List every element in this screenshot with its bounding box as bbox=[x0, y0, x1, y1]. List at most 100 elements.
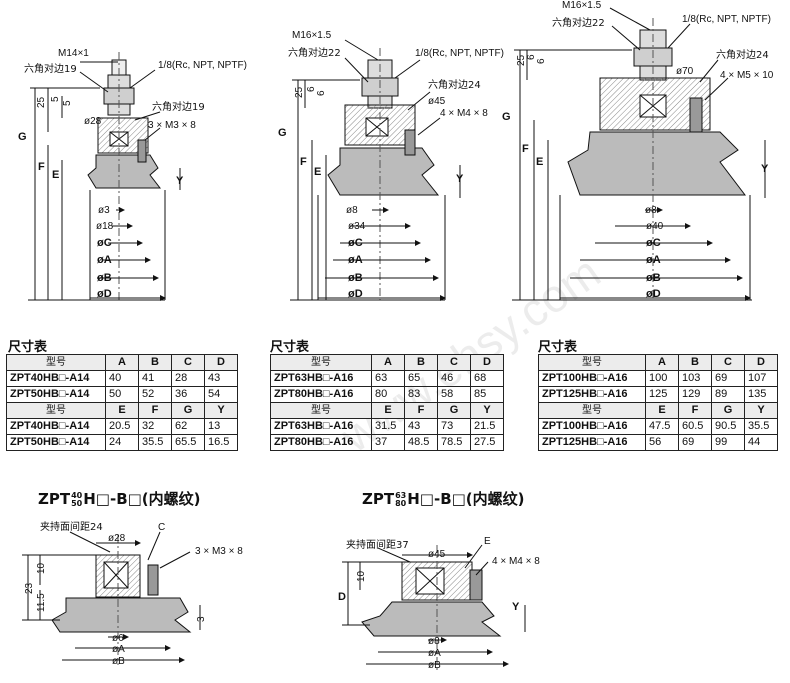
d1-label-16: F bbox=[38, 161, 45, 173]
d5-label-1: ø45 bbox=[428, 549, 446, 560]
d3-label-12: 25 bbox=[516, 54, 527, 66]
t3-h1-3: C bbox=[711, 354, 745, 371]
d2-label-16: F bbox=[300, 156, 307, 168]
t2-cell: ZPT63HB□-A16 bbox=[270, 370, 372, 387]
t3-cell: ZPT100HB□-A16 bbox=[538, 418, 646, 435]
t3-cell: 100 bbox=[645, 370, 679, 387]
table-row: ZPT80HB□-A16 37 48.5 78.5 27.5 bbox=[270, 434, 504, 451]
t2-cell: 65 bbox=[404, 370, 438, 387]
t2-h1-3: C bbox=[437, 354, 471, 371]
t3-h1-4: D bbox=[744, 354, 778, 371]
d3-label-7: ø40 bbox=[646, 221, 664, 232]
t2-h1-0: 型号 bbox=[270, 354, 372, 371]
t2-cell: 80 bbox=[371, 386, 405, 403]
s1-sup: 40 bbox=[71, 490, 83, 500]
t1-h2-1: E bbox=[105, 402, 139, 419]
d4-label-6: 11.5 bbox=[36, 593, 47, 612]
d4-label-7: 3 bbox=[196, 616, 207, 622]
t3-cell: 60.5 bbox=[678, 418, 712, 435]
t1-cell: ZPT40HB□-A14 bbox=[6, 370, 106, 387]
d1-label-3: 六角对边19 bbox=[152, 100, 205, 113]
d5-label-6: Y bbox=[512, 601, 520, 613]
t1-cell: 54 bbox=[204, 386, 238, 403]
table-row: ZPT63HB□-A16 63 65 46 68 bbox=[270, 370, 504, 387]
t3-cell: 107 bbox=[744, 370, 778, 387]
t1-cell: 65.5 bbox=[171, 434, 205, 451]
d1-label-4: 3 × M3 × 8 bbox=[148, 120, 196, 131]
d3-label-9: øA bbox=[646, 254, 661, 266]
d1-label-14: 5 bbox=[62, 100, 73, 106]
table-row: ZPT40HB□-A14 40 41 28 43 bbox=[6, 370, 238, 387]
d2-label-14: 6 bbox=[316, 90, 327, 96]
d3-label-17: E bbox=[536, 156, 543, 168]
t1-cell: 36 bbox=[171, 386, 205, 403]
diagram-1 bbox=[28, 52, 181, 301]
t3-cell: 47.5 bbox=[645, 418, 679, 435]
d1-label-1: 六角对边19 bbox=[24, 62, 77, 75]
d1-label-0: M14×1 bbox=[58, 48, 89, 59]
t3-cell: ZPT100HB□-A16 bbox=[538, 370, 646, 387]
t1-cell: 40 bbox=[105, 370, 139, 387]
d2-label-5: 4 × M4 × 8 bbox=[440, 108, 488, 119]
t2-cell: 83 bbox=[404, 386, 438, 403]
d3-label-1: 六角对边22 bbox=[552, 16, 605, 29]
table-3-title: 尺寸表 bbox=[538, 340, 578, 355]
t1-h2-4: Y bbox=[204, 402, 238, 419]
t2-cell: 43 bbox=[404, 418, 438, 435]
t1-cell: 32 bbox=[138, 418, 172, 435]
d5-label-5: 10 bbox=[356, 570, 367, 582]
t2-cell: 27.5 bbox=[470, 434, 504, 451]
d2-label-11: øD bbox=[348, 288, 363, 300]
t1-cell: 13 bbox=[204, 418, 238, 435]
d2-label-2: 1/8(Rc, NPT, NPTF) bbox=[415, 48, 504, 59]
s1-sub: 50 bbox=[71, 498, 83, 508]
t2-h2-3: G bbox=[437, 402, 471, 419]
t1-cell: 35.5 bbox=[138, 434, 172, 451]
d3-label-16: F bbox=[522, 143, 529, 155]
t2-h1-1: A bbox=[371, 354, 405, 371]
s1-suffix: H□-B□(内螺纹) bbox=[83, 490, 201, 508]
d3-label-0: M16×1.5 bbox=[562, 0, 602, 11]
t1-cell: ZPT50HB□-A14 bbox=[6, 386, 106, 403]
diagram-3 bbox=[512, 7, 766, 301]
t2-h2-1: E bbox=[371, 402, 405, 419]
t3-h2-1: E bbox=[645, 402, 679, 419]
d4-label-1: ø28 bbox=[108, 533, 126, 544]
t3-h2-2: F bbox=[678, 402, 712, 419]
d1-label-15: G bbox=[18, 131, 27, 143]
t1-cell: 52 bbox=[138, 386, 172, 403]
table-3-abcd: 型号 A B C D ZPT100HB□-A16 100 103 69 107 … bbox=[538, 354, 778, 451]
t3-cell: 90.5 bbox=[711, 418, 745, 435]
t1-cell: 16.5 bbox=[204, 434, 238, 451]
table-1-abcd: 型号 A B C D ZPT40HB□-A14 40 41 28 43 ZPT5… bbox=[6, 354, 238, 451]
d4-label-3: 3 × M3 × 8 bbox=[195, 546, 243, 557]
d3-label-11: øD bbox=[646, 288, 661, 300]
t3-h1-0: 型号 bbox=[538, 354, 646, 371]
diagram-2 bbox=[290, 39, 461, 301]
t3-h2-4: Y bbox=[744, 402, 778, 419]
d2-label-13: 6 bbox=[306, 86, 317, 92]
d3-label-15: G bbox=[502, 111, 511, 123]
d1-label-2: 1/8(Rc, NPT, NPTF) bbox=[158, 60, 247, 71]
t2-cell: 68 bbox=[470, 370, 504, 387]
d2-label-6: ø8 bbox=[346, 205, 358, 216]
t3-cell: 69 bbox=[678, 434, 712, 451]
d2-label-4: ø45 bbox=[428, 96, 446, 107]
t3-cell: ZPT125HB□-A16 bbox=[538, 386, 646, 403]
table-row: ZPT100HB□-A16 47.5 60.5 90.5 35.5 bbox=[538, 418, 778, 435]
t2-cell: 58 bbox=[437, 386, 471, 403]
d2-label-8: øC bbox=[348, 237, 363, 249]
d2-label-0: M16×1.5 bbox=[292, 30, 332, 41]
d5-label-4: D bbox=[338, 591, 346, 603]
d3-label-3: 六角对边24 bbox=[716, 48, 769, 61]
t1-h1-3: C bbox=[171, 354, 205, 371]
t2-cell: 78.5 bbox=[437, 434, 471, 451]
t3-cell: ZPT125HB□-A16 bbox=[538, 434, 646, 451]
t1-h1-1: A bbox=[105, 354, 139, 371]
d2-label-7: ø34 bbox=[348, 221, 366, 232]
d1-label-5: ø28 bbox=[84, 116, 102, 127]
t1-h1-2: B bbox=[138, 354, 172, 371]
